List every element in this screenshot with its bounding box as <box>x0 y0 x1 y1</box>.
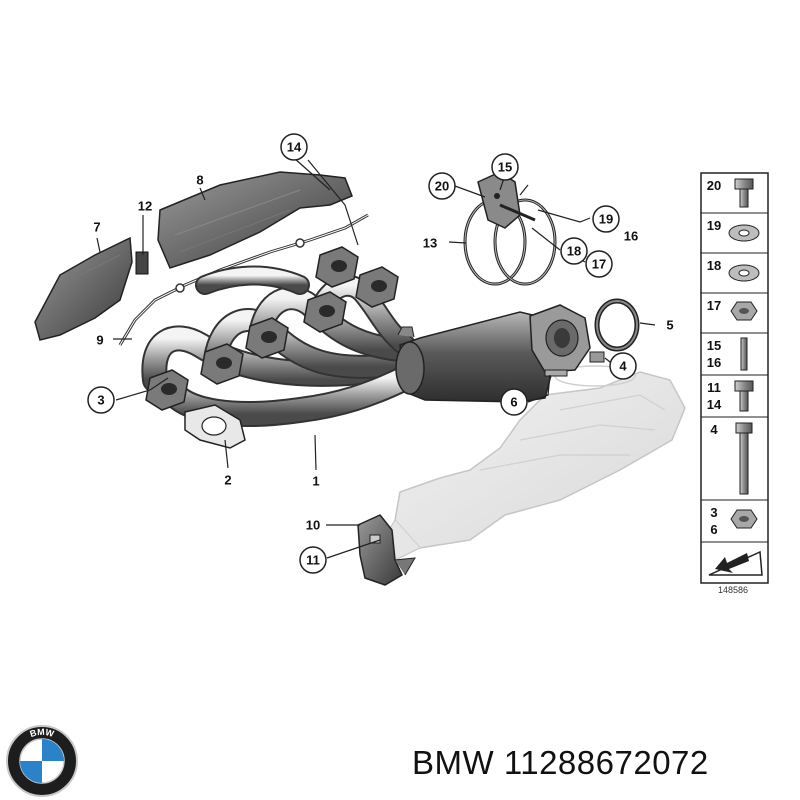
callout-circle <box>280 133 308 161</box>
callout-labels: 14 8 7 12 9 3 2 1 15 20 13 19 16 18 17 5 4 6 10 11 <box>87 133 674 574</box>
callout-number: 13 <box>423 236 437 251</box>
legend-number: 3 <box>710 505 717 520</box>
callout-number: 8 <box>196 173 203 188</box>
legend-number: 11 <box>707 380 721 395</box>
callout-number: 18 <box>567 244 581 259</box>
gasket-ring-5 <box>594 298 640 352</box>
callout-18: 18 <box>560 237 588 265</box>
heat-shield-7 <box>34 236 133 341</box>
callout-11: 11 <box>299 546 327 574</box>
callout-number: 5 <box>666 318 673 333</box>
legend-number: 17 <box>707 298 721 313</box>
heat-shield-8 <box>157 171 353 269</box>
callout-5: 5 <box>666 318 673 333</box>
nut-icon <box>730 509 758 529</box>
callout-number: 10 <box>306 518 320 533</box>
callout-number: 1 <box>312 474 319 489</box>
clip-12 <box>135 251 149 275</box>
callout-12: 12 <box>138 199 152 214</box>
clamp-13 <box>463 171 557 286</box>
legend-number: 20 <box>707 178 721 193</box>
callout-number: 9 <box>96 333 103 348</box>
legend-row: 4 <box>701 416 768 495</box>
legend-number: 15 <box>707 338 721 353</box>
exhaust-manifold-1 <box>141 246 591 427</box>
callout-circle <box>299 546 327 574</box>
gasket-2 <box>184 404 246 449</box>
callout-circle <box>87 386 115 414</box>
callout-circle <box>609 352 637 380</box>
callout-13: 13 <box>423 236 437 251</box>
callout-8: 8 <box>196 173 203 188</box>
callout-number: 12 <box>138 199 152 214</box>
callout-14: 14 <box>280 133 308 161</box>
bolt-icon <box>734 178 754 208</box>
callout-number: 14 <box>287 140 302 155</box>
legend-row: 17 <box>701 292 768 321</box>
legend-row: 19 <box>701 212 768 242</box>
callout-circle <box>491 153 519 181</box>
legend-number: 4 <box>710 422 718 437</box>
callout-circle <box>560 237 588 265</box>
legend-number: 16 <box>707 355 721 370</box>
bmw-logo: BMW <box>6 725 78 797</box>
callout-number: 20 <box>435 179 449 194</box>
washer-icon <box>728 264 760 282</box>
callout-number: 2 <box>224 473 231 488</box>
callout-4: 4 <box>609 352 637 380</box>
callout-number: 15 <box>498 160 512 175</box>
legend-row: 18 <box>701 252 768 282</box>
legend-number: 19 <box>707 218 721 233</box>
legend-row: 20 <box>707 178 754 208</box>
legend-row: 36 <box>701 499 768 537</box>
callout-number: 17 <box>592 257 606 272</box>
callout-circle <box>592 205 620 233</box>
nut-icon <box>730 301 758 321</box>
callout-circle <box>428 172 456 200</box>
callout-15: 15 <box>491 153 519 181</box>
callout-6: 6 <box>500 388 528 416</box>
leader-lines <box>96 157 656 559</box>
callout-16: 16 <box>624 229 638 244</box>
callout-9: 9 <box>96 333 103 348</box>
callout-circle <box>585 250 613 278</box>
long-bolt-icon <box>735 422 753 495</box>
callout-2: 2 <box>224 473 231 488</box>
callout-1: 1 <box>312 474 319 489</box>
arrow-icon <box>708 550 763 576</box>
callout-20: 20 <box>428 172 456 200</box>
bolt-icon <box>734 380 754 412</box>
callout-number: 4 <box>619 359 627 374</box>
callout-number: 3 <box>97 393 104 408</box>
legend-number: 18 <box>707 258 721 273</box>
callout-number: 16 <box>624 229 638 244</box>
callout-number: 19 <box>599 212 613 227</box>
callout-10: 10 <box>306 518 320 533</box>
callout-number: 11 <box>306 553 320 568</box>
outlet-fasteners-4-6 <box>544 351 605 377</box>
bracket-10 <box>357 514 416 586</box>
callout-circle <box>500 388 528 416</box>
part-caption: BMW 11288672072 <box>412 744 709 781</box>
legend-row <box>701 541 768 576</box>
stud-icon <box>740 337 748 371</box>
callout-17: 17 <box>585 250 613 278</box>
callout-19: 19 <box>592 205 620 233</box>
callout-number: 7 <box>93 220 100 235</box>
callout-3: 3 <box>87 386 115 414</box>
legend-number: 14 <box>707 397 722 412</box>
logo-letters: BMW <box>29 727 56 739</box>
callout-number: 6 <box>510 395 517 410</box>
callout-7: 7 <box>93 220 100 235</box>
legend-number: 6 <box>710 522 717 537</box>
diagram-code: 148586 <box>718 585 748 595</box>
washer-icon <box>728 224 760 242</box>
